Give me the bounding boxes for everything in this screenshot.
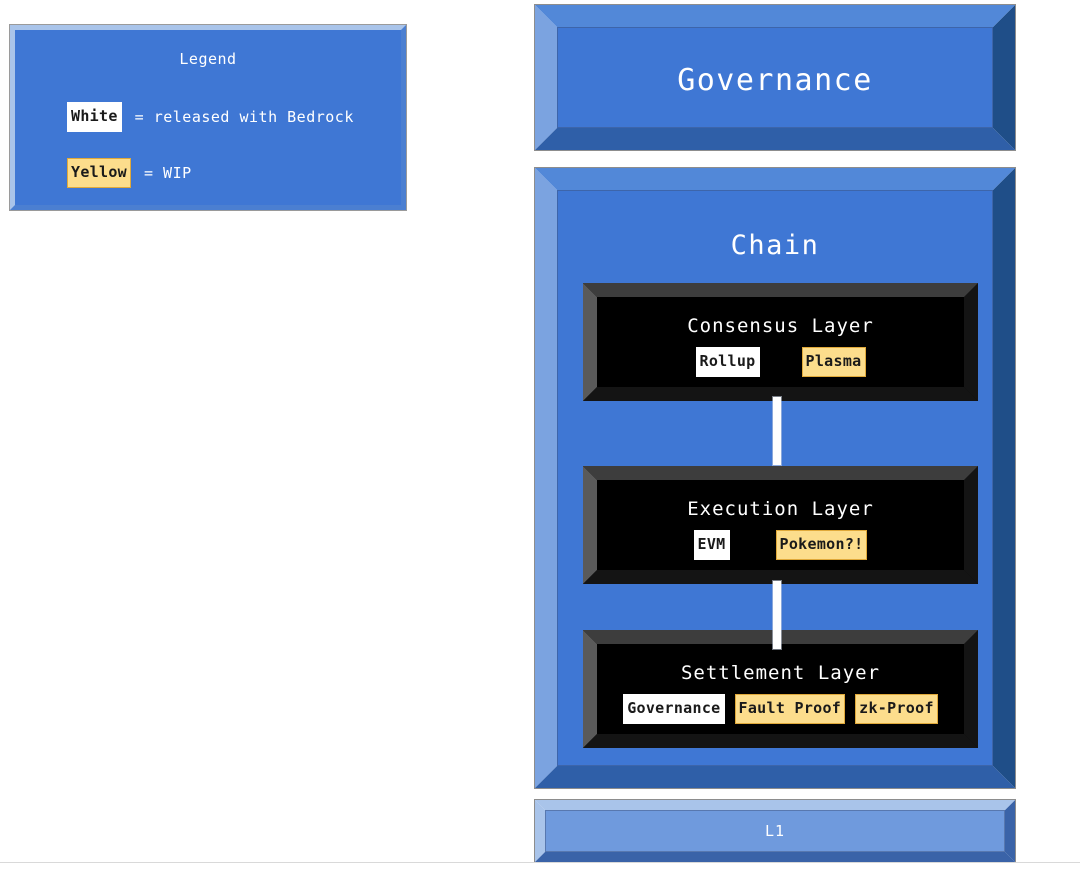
consensus-bevel-right xyxy=(964,283,978,401)
chip-pokemon: Pokemon?! xyxy=(775,530,868,560)
legend-panel: Legend White = released with Bedrock Yel… xyxy=(10,25,406,210)
chain-title: Chain xyxy=(730,230,820,261)
chain-bevel-left xyxy=(535,168,557,788)
connector-consensus-execution xyxy=(773,397,781,465)
consensus-chip-row: Rollup Plasma xyxy=(583,347,978,377)
legend-badge-yellow: Yellow xyxy=(67,158,131,188)
chain-bevel-top xyxy=(535,168,1015,190)
settlement-bevel-right xyxy=(964,630,978,748)
execution-bevel-left xyxy=(583,466,597,584)
consensus-layer-title: Consensus Layer xyxy=(687,315,874,337)
layer-box-execution: Execution Layer EVM Pokemon?! xyxy=(583,466,978,584)
governance-box: Governance xyxy=(535,5,1015,150)
chip-evm: EVM xyxy=(693,530,730,560)
chain-bevel-right xyxy=(993,168,1015,788)
consensus-bevel-top xyxy=(583,283,978,297)
chip-fault-proof: Fault Proof xyxy=(734,694,846,724)
governance-face xyxy=(557,27,993,128)
chip-governance: Governance xyxy=(623,694,725,724)
l1-box: L1 xyxy=(535,800,1015,862)
execution-bevel-top xyxy=(583,466,978,480)
execution-bevel-right xyxy=(964,466,978,584)
execution-layer-title: Execution Layer xyxy=(687,498,874,520)
legend-desc-white: = released with Bedrock xyxy=(134,108,354,126)
settlement-bevel-left xyxy=(583,630,597,748)
consensus-bevel-bottom xyxy=(583,387,978,401)
settlement-chip-row: Governance Fault Proof zk-Proof xyxy=(583,694,978,724)
governance-bevel-top xyxy=(535,5,1015,27)
execution-bevel-bottom xyxy=(583,570,978,584)
l1-bevel-top xyxy=(535,800,1015,810)
l1-bevel-bottom xyxy=(535,852,1015,862)
l1-bevel-right xyxy=(1005,800,1015,862)
layer-box-consensus: Consensus Layer Rollup Plasma xyxy=(583,283,978,401)
governance-bevel-bottom xyxy=(535,128,1015,150)
settlement-bevel-bottom xyxy=(583,734,978,748)
chain-bevel-bottom xyxy=(535,766,1015,788)
l1-bevel-left xyxy=(535,800,545,862)
settlement-layer-title: Settlement Layer xyxy=(680,662,881,684)
connector-execution-settlement xyxy=(773,581,781,649)
governance-bevel-right xyxy=(993,5,1015,150)
governance-title: Governance xyxy=(677,63,873,98)
legend-desc-yellow: = WIP xyxy=(144,164,192,182)
baseline-rule xyxy=(0,862,1080,863)
chip-rollup: Rollup xyxy=(695,347,760,377)
legend-row-white: White = released with Bedrock xyxy=(67,102,354,132)
legend-badge-white: White xyxy=(67,102,122,132)
execution-chip-row: EVM Pokemon?! xyxy=(583,530,978,560)
legend-row-yellow: Yellow = WIP xyxy=(67,158,192,188)
governance-bevel-left xyxy=(535,5,557,150)
l1-label: L1 xyxy=(764,822,786,840)
chip-zk-proof: zk-Proof xyxy=(855,694,938,724)
l1-face xyxy=(545,810,1005,852)
layer-box-settlement: Settlement Layer Governance Fault Proof … xyxy=(583,630,978,748)
legend-title: Legend xyxy=(179,50,237,68)
consensus-bevel-left xyxy=(583,283,597,401)
chain-box: Chain Consensus Layer Rollup Plasma Exec… xyxy=(535,168,1015,788)
chip-plasma: Plasma xyxy=(801,347,866,377)
